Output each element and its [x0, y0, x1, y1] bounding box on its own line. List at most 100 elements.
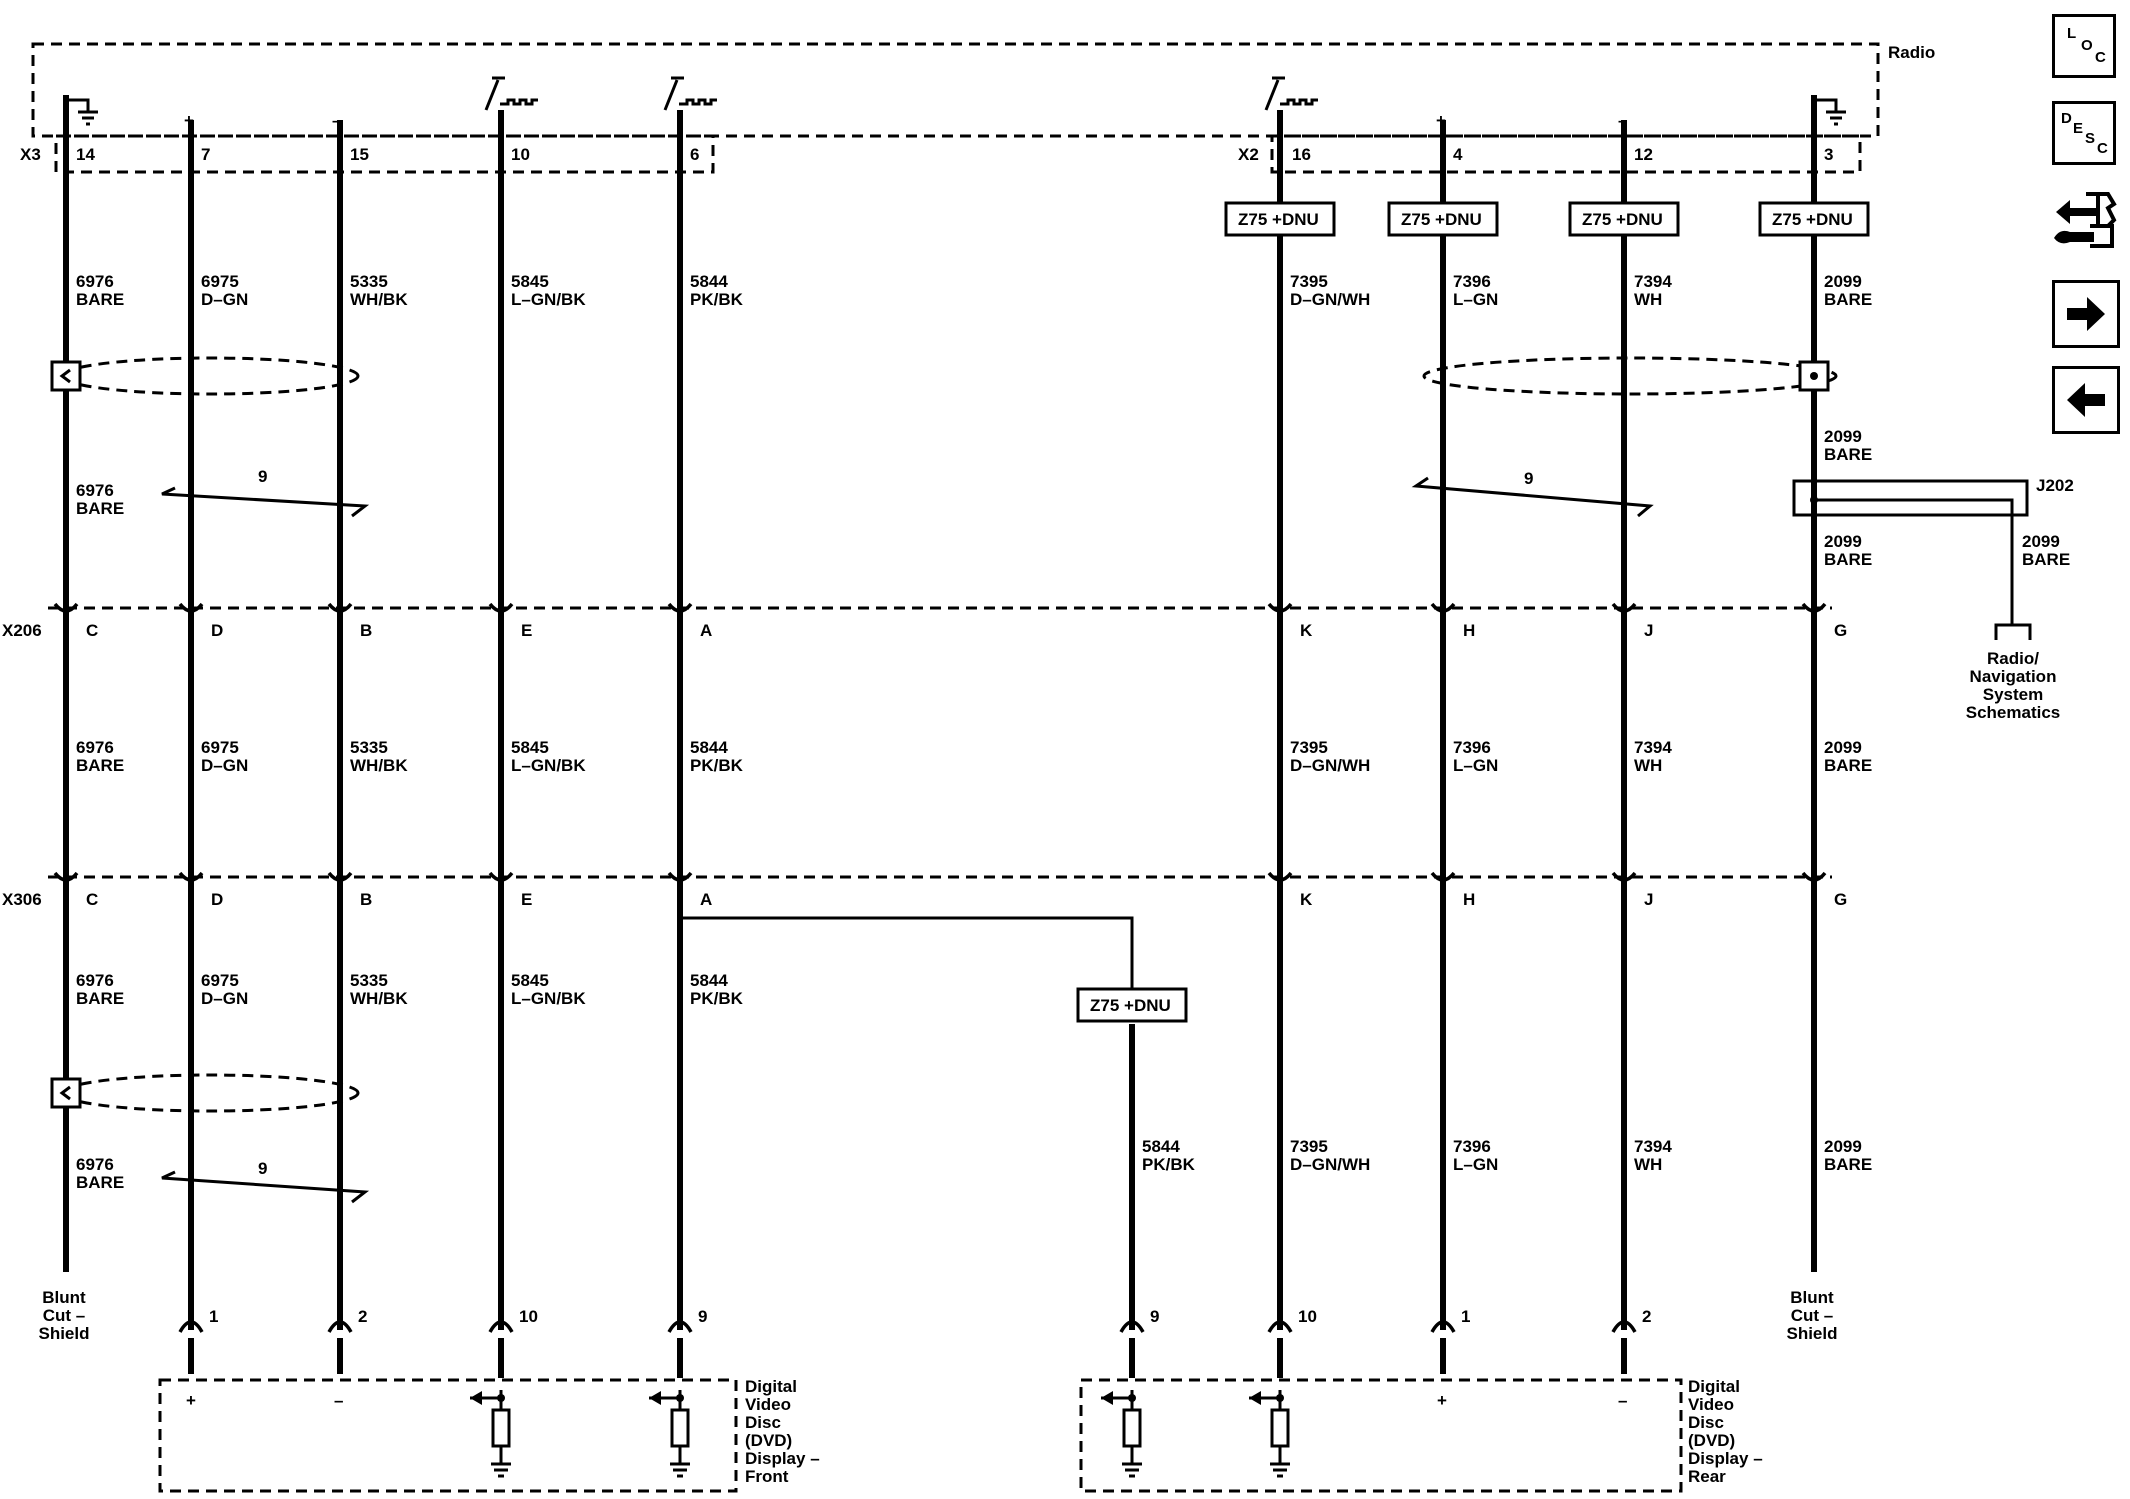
svg-text:Display –: Display – — [1688, 1449, 1763, 1468]
svg-text:Shield: Shield — [38, 1324, 89, 1343]
digital-signal-icon — [484, 76, 538, 111]
svg-text:(DVD): (DVD) — [1688, 1431, 1735, 1450]
svg-text:Radio/: Radio/ — [1987, 649, 2039, 668]
svg-text:E: E — [521, 890, 532, 909]
svg-text:2099: 2099 — [1824, 532, 1862, 551]
twist-count: 9 — [1524, 469, 1533, 488]
svg-text:BARE: BARE — [1824, 756, 1872, 775]
pin-label: 3 — [1824, 145, 1833, 164]
svg-text:2099: 2099 — [2022, 532, 2060, 551]
option-code-label: Z75 +DNU — [1090, 996, 1171, 1015]
resistor-to-ground-icon — [1249, 1390, 1290, 1478]
svg-text:2: 2 — [358, 1307, 367, 1326]
svg-text:J: J — [1644, 621, 1653, 640]
option-boxes: Z75 +DNU Z75 +DNU Z75 +DNU Z75 +DNU Z75 … — [1076, 201, 1870, 1023]
svg-text:6975: 6975 — [201, 272, 239, 291]
svg-text:D–GN/WH: D–GN/WH — [1290, 290, 1370, 309]
pin-label: 16 — [1292, 145, 1311, 164]
svg-text:2099: 2099 — [1824, 427, 1862, 446]
ground-icon — [64, 95, 98, 126]
svg-text:Disc: Disc — [745, 1413, 781, 1432]
digital-signal-icon — [663, 76, 717, 111]
wires — [63, 95, 2014, 1330]
twist-count: 9 — [258, 467, 267, 486]
svg-text:L–GN: L–GN — [1453, 290, 1498, 309]
pin-label: 12 — [1634, 145, 1653, 164]
svg-text:6976: 6976 — [76, 1155, 114, 1174]
svg-text:K: K — [1300, 621, 1313, 640]
svg-text:G: G — [1834, 890, 1847, 909]
svg-text:9: 9 — [1150, 1307, 1159, 1326]
twist-count: 9 — [258, 1159, 267, 1178]
pin-label: 10 — [511, 145, 530, 164]
svg-text:+: + — [1437, 1391, 1447, 1410]
svg-text:7395: 7395 — [1290, 1137, 1328, 1156]
previous-page-button[interactable] — [2052, 366, 2120, 434]
svg-text:7394: 7394 — [1634, 738, 1672, 757]
svg-text:2099: 2099 — [1824, 1137, 1862, 1156]
svg-text:L–GN: L–GN — [1453, 756, 1498, 775]
svg-text:Front: Front — [745, 1467, 789, 1486]
svg-text:(DVD): (DVD) — [745, 1431, 792, 1450]
description-button[interactable]: D E S C — [2052, 101, 2116, 165]
pin-label: 14 — [76, 145, 95, 164]
arrow-right-icon — [2067, 297, 2105, 331]
svg-text:Navigation: Navigation — [1970, 667, 2057, 686]
svg-text:D–GN: D–GN — [201, 756, 248, 775]
svg-text:7395: 7395 — [1290, 272, 1328, 291]
svg-text:WH: WH — [1634, 290, 1662, 309]
option-code-label: Z75 +DNU — [1238, 210, 1319, 229]
svg-text:Blunt: Blunt — [1790, 1288, 1834, 1307]
svg-text:–: – — [334, 1391, 343, 1410]
svg-text:Digital: Digital — [1688, 1377, 1740, 1396]
location-button[interactable]: L O C — [2052, 14, 2116, 78]
polarity-minus: – — [332, 111, 341, 130]
svg-text:1: 1 — [1461, 1307, 1470, 1326]
svg-text:BARE: BARE — [1824, 550, 1872, 569]
svg-text:C: C — [86, 890, 98, 909]
radio-label: Radio — [1888, 43, 1935, 62]
svg-text:BARE: BARE — [76, 290, 124, 309]
svg-text:+: + — [186, 1391, 196, 1410]
svg-text:WH/BK: WH/BK — [350, 290, 408, 309]
svg-text:PK/BK: PK/BK — [690, 290, 744, 309]
svg-text:H: H — [1463, 621, 1475, 640]
resistor-to-ground-icon — [1101, 1390, 1142, 1478]
twisted-pair-marker — [1411, 476, 1654, 518]
svg-text:D: D — [211, 621, 223, 640]
svg-text:L–GN/BK: L–GN/BK — [511, 756, 586, 775]
svg-text:System: System — [1983, 685, 2043, 704]
twisted-pair-marker — [161, 1170, 370, 1204]
svg-text:2099: 2099 — [1824, 272, 1862, 291]
resistor-to-ground-icon — [470, 1390, 511, 1478]
connector-x3-label: X3 — [20, 145, 41, 164]
wire-5844-branch — [680, 916, 1134, 990]
connector-x206: X206 C D B E A K H J G — [2, 602, 1847, 640]
svg-text:D–GN/WH: D–GN/WH — [1290, 756, 1370, 775]
pin-label: 7 — [201, 145, 210, 164]
svg-text:WH/BK: WH/BK — [350, 989, 408, 1008]
svg-text:BARE: BARE — [2022, 550, 2070, 569]
svg-text:D–GN: D–GN — [201, 989, 248, 1008]
reference-bracket — [1994, 623, 2032, 640]
svg-text:WH: WH — [1634, 1155, 1662, 1174]
svg-text:BARE: BARE — [76, 756, 124, 775]
svg-text:7396: 7396 — [1453, 738, 1491, 757]
connector-wrench-icon[interactable] — [2050, 186, 2120, 256]
svg-text:6976: 6976 — [76, 272, 114, 291]
svg-text:L–GN/BK: L–GN/BK — [511, 290, 586, 309]
svg-text:Schematics: Schematics — [1966, 703, 2061, 722]
svg-text:6975: 6975 — [201, 738, 239, 757]
svg-text:A: A — [700, 621, 712, 640]
next-page-button[interactable] — [2052, 280, 2120, 348]
svg-text:5844: 5844 — [690, 971, 728, 990]
svg-text:L–GN: L–GN — [1453, 1155, 1498, 1174]
svg-text:D–GN: D–GN — [201, 290, 248, 309]
svg-text:BARE: BARE — [76, 499, 124, 518]
wire-2099-splice — [1814, 498, 2014, 625]
svg-text:5844: 5844 — [690, 272, 728, 291]
option-code-label: Z75 +DNU — [1582, 210, 1663, 229]
